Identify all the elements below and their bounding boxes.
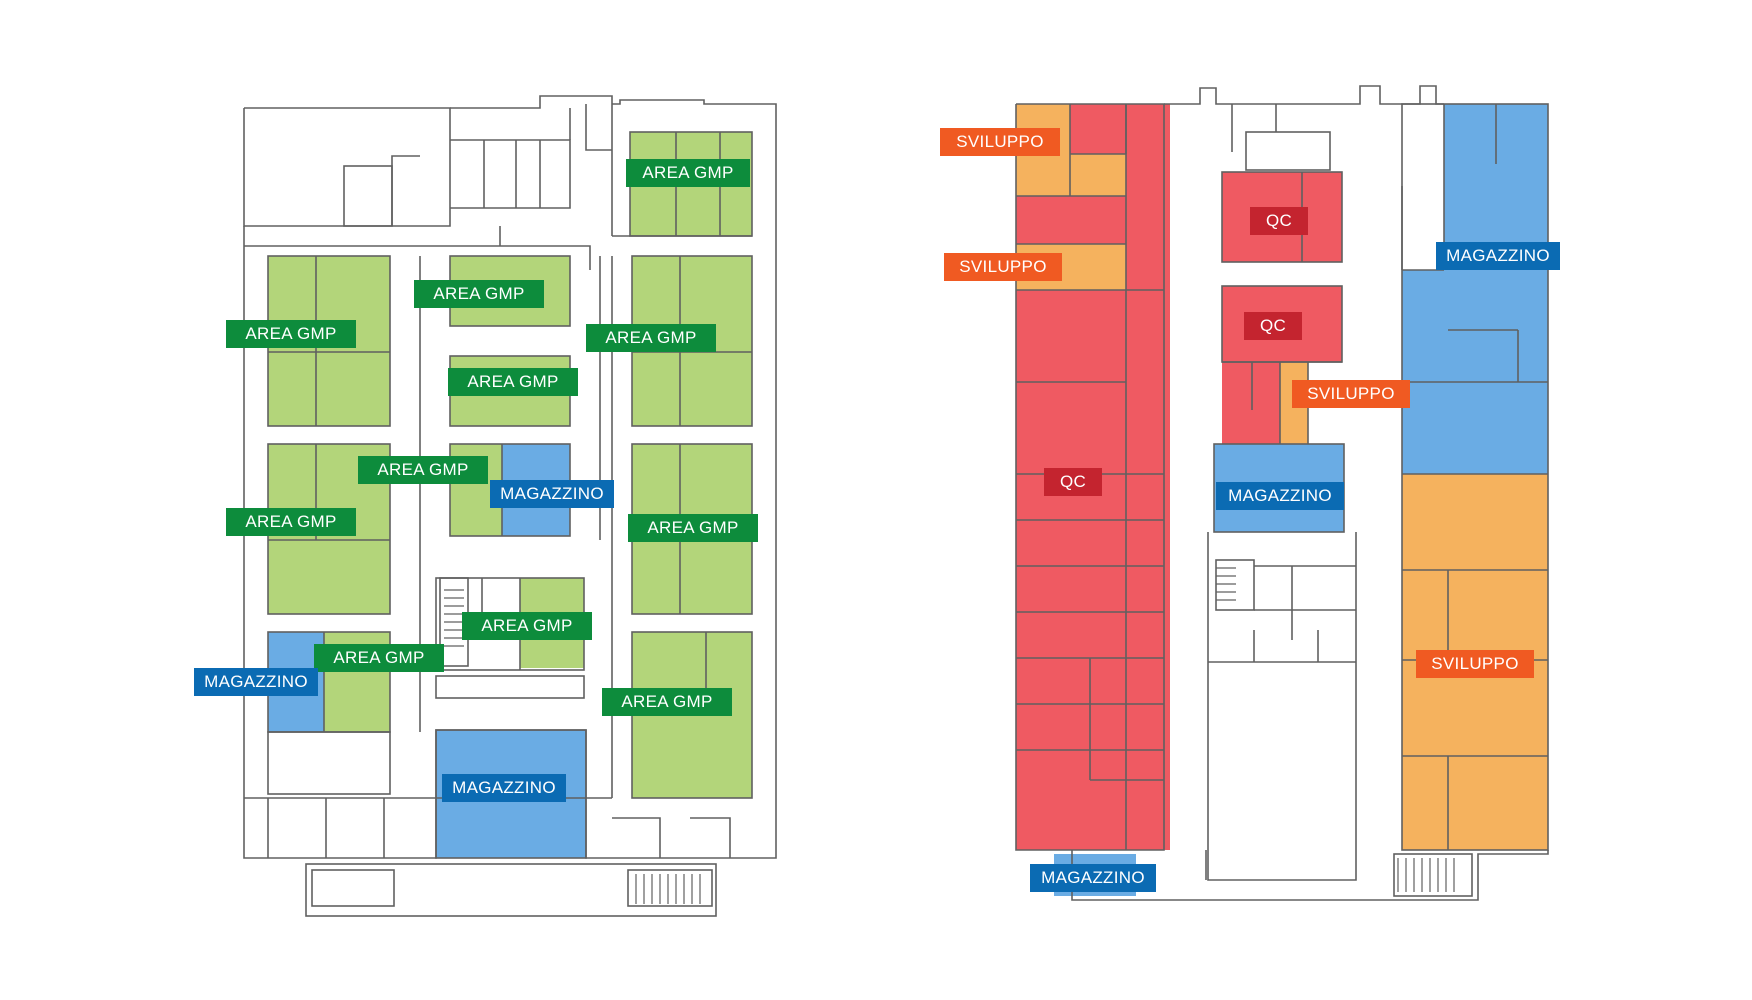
label-area-gmp: AREA GMP (314, 644, 444, 672)
label-magazzino: MAGAZZINO (442, 774, 566, 802)
label-sviluppo: SVILUPPO (1292, 380, 1410, 408)
label-area-gmp: AREA GMP (586, 324, 716, 352)
label-magazzino: MAGAZZINO (1030, 864, 1156, 892)
label-area-gmp: AREA GMP (462, 612, 592, 640)
label-sviluppo: SVILUPPO (1416, 650, 1534, 678)
label-area-gmp: AREA GMP (414, 280, 544, 308)
label-area-gmp: AREA GMP (358, 456, 488, 484)
right-stairs (1216, 567, 1455, 892)
label-qc: QC (1244, 312, 1302, 340)
right-floor-plan (1015, 85, 1549, 901)
left-stairs (444, 589, 701, 904)
label-magazzino: MAGAZZINO (194, 668, 318, 696)
label-magazzino: MAGAZZINO (1216, 482, 1344, 510)
label-area-gmp: AREA GMP (448, 368, 578, 396)
label-area-gmp: AREA GMP (626, 159, 750, 187)
label-qc: QC (1044, 468, 1102, 496)
label-area-gmp: AREA GMP (226, 508, 356, 536)
label-area-gmp: AREA GMP (628, 514, 758, 542)
label-magazzino: MAGAZZINO (1436, 242, 1560, 270)
label-qc: QC (1250, 207, 1308, 235)
label-sviluppo: SVILUPPO (940, 128, 1060, 156)
label-area-gmp: AREA GMP (602, 688, 732, 716)
label-magazzino: MAGAZZINO (490, 480, 614, 508)
label-area-gmp: AREA GMP (226, 320, 356, 348)
magazzino-right-zones (1054, 104, 1548, 896)
label-sviluppo: SVILUPPO (944, 253, 1062, 281)
